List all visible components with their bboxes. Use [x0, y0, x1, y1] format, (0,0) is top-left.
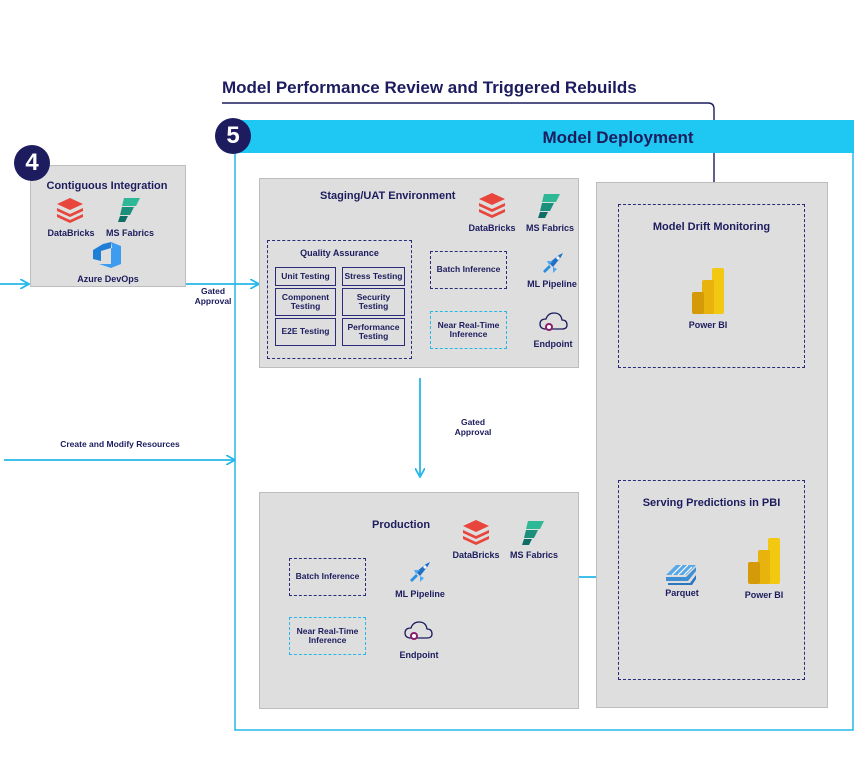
- production-fabrics-label: MS Fabrics: [509, 550, 558, 560]
- monitoring-panel: [596, 182, 828, 708]
- e2e-testing: E2E Testing: [275, 318, 336, 346]
- production-near-real-time: Near Real-Time Inference: [289, 617, 366, 655]
- qa-title: Quality Assurance: [300, 248, 379, 258]
- top-title: Model Performance Review and Triggered R…: [222, 78, 637, 97]
- ci-devops-label: Azure DevOps: [77, 274, 139, 284]
- create-modify-label: Create and Modify Resources: [60, 439, 180, 449]
- databricks-icon: [463, 520, 489, 545]
- performance-testing: Performance Testing: [342, 318, 405, 346]
- serving-predictions-box: [618, 480, 805, 680]
- power-bi-icon: [692, 268, 724, 314]
- databricks-icon: [479, 193, 505, 218]
- component-testing: Component Testing: [275, 288, 336, 316]
- endpoint-icon: [404, 621, 433, 640]
- power-bi-icon: [748, 538, 780, 584]
- step-4-badge: 4: [14, 145, 50, 181]
- serving-title: Serving Predictions in PBI: [642, 497, 781, 509]
- staging-near-real-time: Near Real-Time Inference: [430, 311, 507, 349]
- ms-fabrics-icon: [118, 198, 140, 222]
- staging-endpoint-label: Endpoint: [533, 339, 573, 349]
- staging-fabrics-label: MS Fabrics: [525, 223, 574, 233]
- production-databricks-label: DataBricks: [452, 550, 500, 560]
- ci-fabrics-label: MS Fabrics: [105, 228, 154, 238]
- ml-pipeline-icon: [410, 562, 430, 582]
- drift-title: Model Drift Monitoring: [652, 221, 771, 233]
- unit-testing: Unit Testing: [275, 267, 336, 286]
- staging-databricks-label: DataBricks: [468, 223, 516, 233]
- azure-devops-icon: [93, 242, 121, 268]
- parquet-icon: [666, 564, 696, 585]
- drift-monitoring-box: [618, 204, 805, 368]
- databricks-icon: [57, 198, 83, 223]
- security-testing: Security Testing: [342, 288, 405, 316]
- step-5-badge: 5: [215, 118, 251, 154]
- production-endpoint-label: Endpoint: [399, 650, 439, 660]
- production-title: Production: [372, 519, 431, 531]
- deployment-banner: Model Deployment: [235, 120, 854, 153]
- ci-databricks-label: DataBricks: [47, 228, 95, 238]
- deployment-banner-title: Model Deployment: [542, 128, 694, 147]
- serving-parquet-label: Parquet: [665, 588, 699, 598]
- feedback-line: [222, 102, 715, 183]
- staging-batch-inference: Batch Inference: [430, 251, 507, 289]
- gated-approval-1: Gated Approval: [194, 286, 232, 306]
- endpoint-icon: [539, 312, 568, 331]
- drift-powerbi-label: Power BI: [688, 320, 728, 330]
- staging-title: Staging/UAT Environment: [320, 190, 456, 202]
- production-ml-pipeline-label: ML Pipeline: [395, 589, 445, 599]
- production-batch-inference: Batch Inference: [289, 558, 366, 596]
- gated-approval-2: Gated Approval: [454, 417, 492, 437]
- ci-title: Contiguous Integration: [46, 180, 168, 192]
- staging-ml-pipeline-label: ML Pipeline: [527, 279, 577, 289]
- production-panel: [259, 492, 579, 709]
- stress-testing: Stress Testing: [342, 267, 405, 286]
- serving-powerbi-label: Power BI: [744, 590, 784, 600]
- ms-fabrics-icon: [538, 194, 560, 218]
- qa-box: [267, 240, 412, 359]
- ms-fabrics-icon: [522, 521, 544, 545]
- ml-pipeline-icon: [543, 253, 563, 273]
